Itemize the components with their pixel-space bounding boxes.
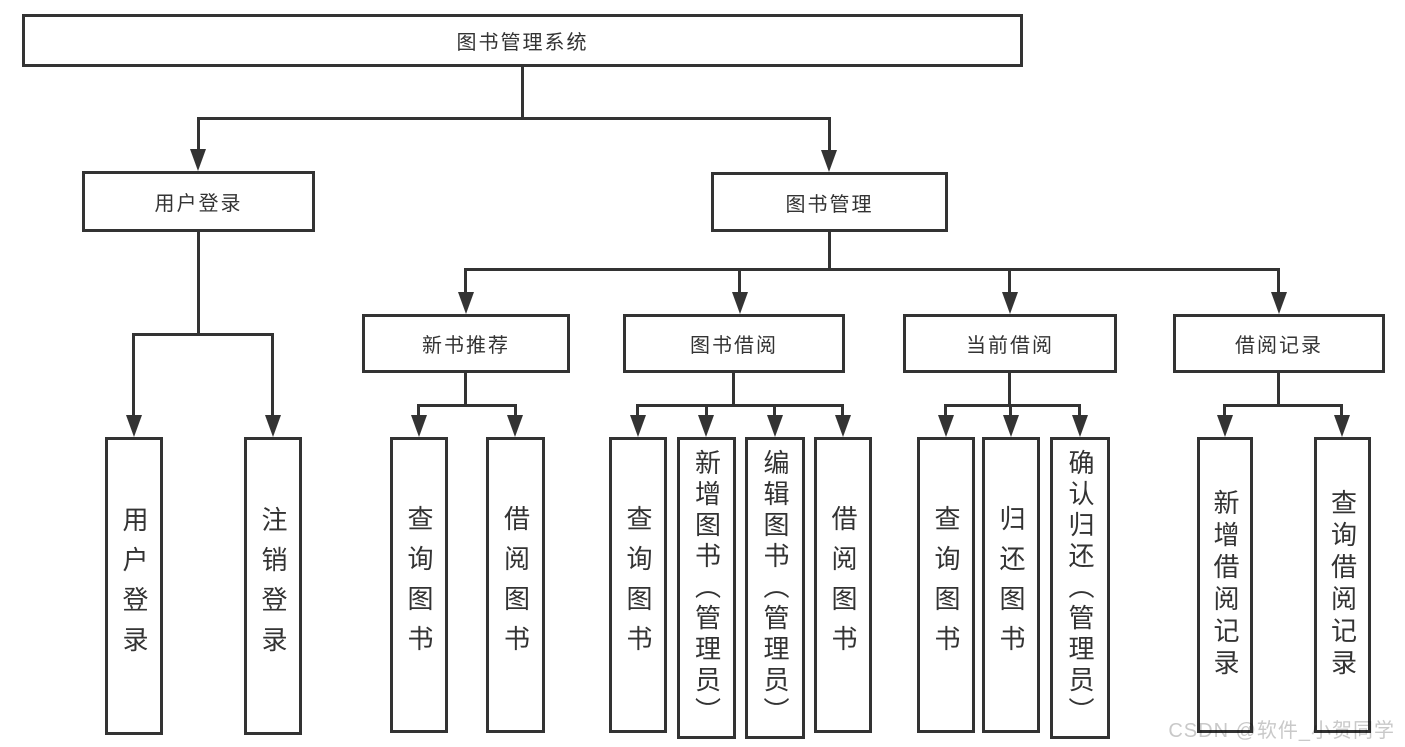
node-user-login: 用户登录 xyxy=(82,171,315,232)
leaf-current-return-books-label: 归还图书 xyxy=(996,505,1026,665)
node-root: 图书管理系统 xyxy=(22,14,1023,67)
arrow-down-icon xyxy=(732,292,748,314)
leaf-current-query-books-label: 查询图书 xyxy=(931,505,961,665)
node-root-label: 图书管理系统 xyxy=(456,32,589,54)
node-new-book-recommend-label: 新书推荐 xyxy=(422,335,510,357)
connector-drop xyxy=(1223,404,1226,417)
leaf-recommend-borrow-books: 借阅图书 xyxy=(486,437,545,733)
arrow-down-icon xyxy=(1271,292,1287,314)
arrow-down-icon xyxy=(767,415,783,437)
connector-drop xyxy=(1340,404,1343,417)
connector-drop xyxy=(514,404,517,417)
arrow-down-icon xyxy=(126,415,142,437)
arrow-down-icon xyxy=(411,415,427,437)
node-book-borrowing: 图书借阅 xyxy=(623,314,845,373)
leaf-borrowing-borrow-books-label: 借阅图书 xyxy=(828,505,858,665)
connector-records-stub xyxy=(1277,373,1280,407)
connector-borrowing-stub xyxy=(732,373,735,407)
connector-level2-horizontal xyxy=(197,117,831,120)
connector-book-management-drop xyxy=(828,117,831,152)
arrow-down-icon xyxy=(1217,415,1233,437)
connector-user-login-drop xyxy=(197,117,200,151)
arrow-down-icon xyxy=(458,292,474,314)
connector-user-login-children-horizontal xyxy=(132,333,274,336)
node-user-login-label: 用户登录 xyxy=(154,193,243,215)
leaf-user-login-label: 用户登录 xyxy=(119,506,149,666)
arrow-down-icon xyxy=(1334,415,1350,437)
connector-drop xyxy=(738,268,741,294)
connector-user-login-stub xyxy=(197,232,200,336)
node-book-management: 图书管理 xyxy=(711,172,948,232)
leaf-current-return-books: 归还图书 xyxy=(982,437,1040,733)
leaf-borrowing-edit-books: 编辑图书（管理员） xyxy=(745,437,805,739)
leaf-records-query-record: 查询借阅记录 xyxy=(1314,437,1371,733)
leaf-borrowing-add-books-label: 新增图书（管理员） xyxy=(691,448,722,728)
leaf-recommend-query-books: 查询图书 xyxy=(390,437,448,733)
node-borrowing-records: 借阅记录 xyxy=(1173,314,1385,373)
connector-book-management-stub xyxy=(828,232,831,271)
node-book-management-label: 图书管理 xyxy=(785,193,874,216)
connector-drop xyxy=(1009,404,1012,417)
arrow-down-icon xyxy=(190,149,206,171)
arrow-down-icon xyxy=(265,415,281,437)
connector-current-stub xyxy=(1008,373,1011,407)
leaf-records-query-record-label: 查询借阅记录 xyxy=(1327,489,1358,681)
arrow-down-icon xyxy=(1072,415,1088,437)
leaf-borrowing-add-books: 新增图书（管理员） xyxy=(677,437,736,739)
leaf-records-add-record: 新增借阅记录 xyxy=(1197,437,1253,733)
arrow-down-icon xyxy=(1002,292,1018,314)
arrow-down-icon xyxy=(835,415,851,437)
connector-drop xyxy=(464,268,467,294)
node-new-book-recommend: 新书推荐 xyxy=(362,314,570,373)
leaf-current-confirm-return: 确认归还（管理员） xyxy=(1050,437,1110,739)
leaf-borrowing-query-books-label: 查询图书 xyxy=(623,505,653,665)
connector-current-children-horizontal xyxy=(944,404,1081,407)
connector-recommend-children-horizontal xyxy=(417,404,517,407)
connector-drop xyxy=(1277,268,1280,294)
csdn-watermark: CSDN @软件_小贺同学 xyxy=(1168,720,1395,742)
arrow-down-icon xyxy=(821,150,837,172)
node-book-borrowing-label: 图书借阅 xyxy=(690,335,778,357)
connector-records-children-horizontal xyxy=(1223,404,1343,407)
node-current-borrowing: 当前借阅 xyxy=(903,314,1117,373)
connector-level3-horizontal xyxy=(464,268,1280,271)
connector-drop xyxy=(636,404,639,417)
connector-drop xyxy=(417,404,420,417)
leaf-user-login: 用户登录 xyxy=(105,437,163,735)
connector-drop xyxy=(705,404,708,417)
leaf-borrowing-borrow-books: 借阅图书 xyxy=(814,437,872,733)
node-borrowing-records-label: 借阅记录 xyxy=(1235,335,1323,357)
node-current-borrowing-label: 当前借阅 xyxy=(966,335,1054,357)
connector-drop xyxy=(132,333,135,417)
connector-drop xyxy=(944,404,947,417)
leaf-records-add-record-label: 新增借阅记录 xyxy=(1210,489,1240,681)
leaf-borrowing-edit-books-label: 编辑图书（管理员） xyxy=(760,448,790,728)
arrow-down-icon xyxy=(938,415,954,437)
leaf-recommend-borrow-books-label: 借阅图书 xyxy=(500,505,531,665)
leaf-logout: 注销登录 xyxy=(244,437,302,735)
connector-drop xyxy=(1078,404,1081,417)
arrow-down-icon xyxy=(630,415,646,437)
connector-drop xyxy=(271,333,274,417)
leaf-current-confirm-return-label: 确认归还（管理员） xyxy=(1065,448,1095,728)
leaf-logout-label: 注销登录 xyxy=(258,506,288,666)
connector-drop xyxy=(841,404,844,417)
connector-borrowing-children-horizontal xyxy=(636,404,844,407)
leaf-recommend-query-books-label: 查询图书 xyxy=(404,505,434,665)
connector-drop xyxy=(773,404,776,417)
arrow-down-icon xyxy=(1003,415,1019,437)
connector-drop xyxy=(1008,268,1011,294)
arrow-down-icon xyxy=(507,415,523,437)
leaf-current-query-books: 查询图书 xyxy=(917,437,975,733)
arrow-down-icon xyxy=(698,415,714,437)
connector-root-stub xyxy=(521,67,524,120)
connector-recommend-stub xyxy=(464,373,467,407)
leaf-borrowing-query-books: 查询图书 xyxy=(609,437,667,733)
